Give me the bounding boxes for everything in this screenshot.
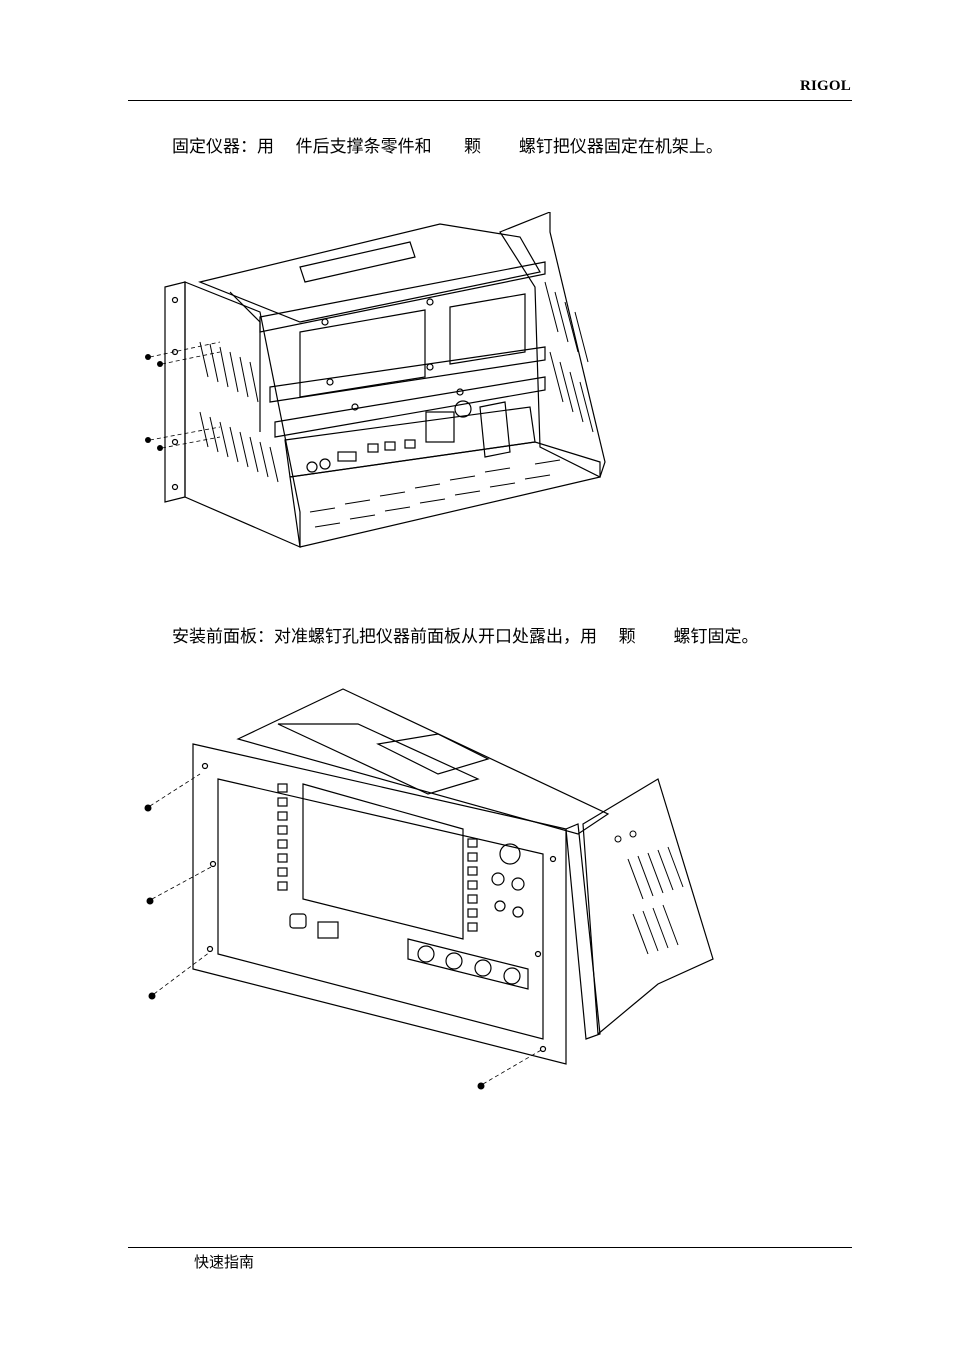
rack-mount-front-figure [138, 684, 718, 1094]
brand-logo: RIGOL [799, 78, 851, 94]
header-rule [128, 100, 852, 101]
rack-mount-rear-figure [140, 212, 620, 552]
step-install-front-panel-text: 安装前面板：对准螺钉孔把仪器前面板从开口处露出，用 颗 螺钉固定。 [172, 627, 759, 647]
footer-rule [128, 1247, 852, 1248]
step-fix-instrument-text: 固定仪器：用 件后支撑条零件和 颗 螺钉把仪器固定在机架上。 [172, 137, 723, 157]
footer-guide-title: 快速指南 [194, 1253, 255, 1271]
